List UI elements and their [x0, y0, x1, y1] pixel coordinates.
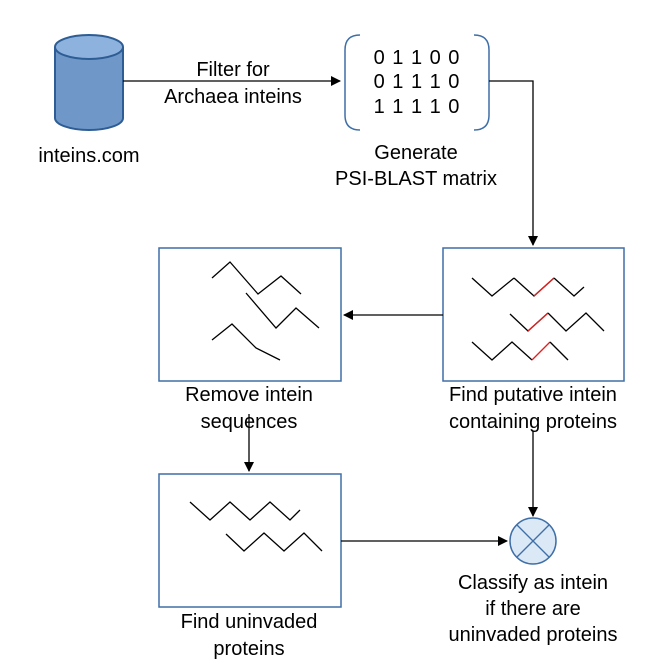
- matrix-to-putative-arrow: [489, 80, 538, 246]
- database-label: inteins.com: [38, 145, 139, 167]
- classify-caption-line-2: if there are: [485, 598, 581, 620]
- putative-sequence-icon: [471, 277, 605, 361]
- classify-caption-line-3: uninvaded proteins: [448, 624, 617, 646]
- find-uninvaded-caption-line-2: proteins: [213, 638, 284, 660]
- find-putative-caption-line-2: containing proteins: [449, 411, 617, 433]
- matrix-brackets: [344, 34, 490, 131]
- find-uninvaded-box: [158, 473, 342, 608]
- find-putative-caption-line-1: Find putative intein: [449, 384, 617, 406]
- matrix-caption-line-1: Generate: [374, 142, 457, 164]
- remove-sequence-icon: [211, 261, 320, 361]
- matrix-row-3: 1 1 1 1 0: [374, 96, 461, 118]
- filter-label-line-2: Archaea inteins: [164, 86, 302, 108]
- remove-intein-caption-line-1: Remove intein: [185, 384, 313, 406]
- find-uninvaded-caption-line-1: Find uninvaded: [181, 611, 318, 633]
- classify-node-icon: [509, 517, 557, 565]
- classify-caption-line-1: Classify as intein: [458, 572, 608, 594]
- database-icon: [54, 34, 124, 131]
- matrix-caption-line-2: PSI-BLAST matrix: [335, 168, 497, 190]
- matrix-row-1: 0 1 1 0 0: [374, 47, 461, 69]
- remove-intein-box: [158, 247, 342, 382]
- filter-label-line-1: Filter for: [196, 59, 270, 81]
- uninvaded-sequence-icon: [189, 501, 323, 552]
- find-putative-box: [442, 247, 625, 382]
- matrix-row-2: 0 1 1 1 0: [374, 71, 461, 93]
